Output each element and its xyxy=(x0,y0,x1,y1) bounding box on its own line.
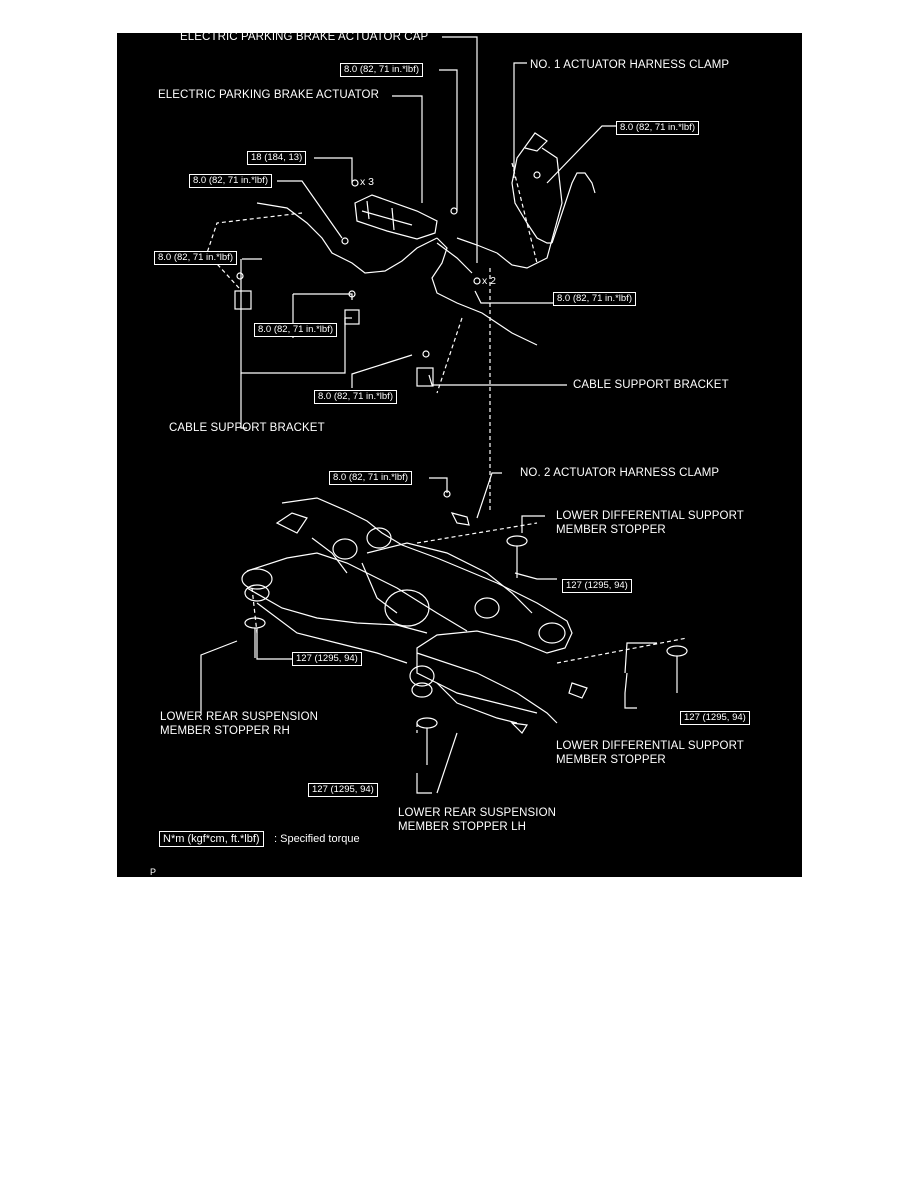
stopper-lh-label-line1: LOWER REAR SUSPENSION xyxy=(398,807,557,819)
diff-stopper-lower-label-line1: LOWER DIFFERENTIAL SUPPORT xyxy=(556,740,744,752)
legend-unit-box: N*m (kgf*cm, ft.*lbf) xyxy=(159,831,264,847)
torque-cap: 8.0 (82, 71 in.*lbf) xyxy=(340,63,423,77)
harness-clamp-2-label: NO. 2 ACTUATOR HARNESS CLAMP xyxy=(520,467,720,479)
exploded-parts-diagram: ELECTRIC PARKING BRAKE ACTUATOR CAP ELEC… xyxy=(117,31,802,877)
cable-support-bracket-right-label: CABLE SUPPORT BRACKET xyxy=(573,379,729,391)
torque-left-bracket: 8.0 (82, 71 in.*lbf) xyxy=(154,251,237,265)
diff-stopper-lower-label-line2: MEMBER STOPPER xyxy=(556,754,666,766)
torque-right-bracket: 8.0 (82, 71 in.*lbf) xyxy=(314,390,397,404)
differential-mount xyxy=(384,589,430,627)
footer-code: P xyxy=(150,867,157,877)
actuator-label: ELECTRIC PARKING BRAKE ACTUATOR xyxy=(158,89,380,101)
left-bracket-leader xyxy=(240,259,346,374)
left-cable-bracket xyxy=(234,290,252,310)
torque-center-bracket: 8.0 (82, 71 in.*lbf) xyxy=(254,323,337,337)
stopper-lh-label-line2: MEMBER STOPPER LH xyxy=(398,821,527,833)
legend-text: : Specified torque xyxy=(274,833,360,845)
diff-stopper-upper-label-line1: LOWER DIFFERENTIAL SUPPORT xyxy=(556,510,744,522)
suspension-member-upper xyxy=(281,497,573,714)
lateral-arm xyxy=(436,682,518,724)
cable-support-bracket-left-label: CABLE SUPPORT BRACKET xyxy=(169,422,325,434)
quantity-x3: x 3 xyxy=(360,176,375,188)
cap-leader-line xyxy=(442,36,478,263)
rh-front-bushing xyxy=(241,568,273,590)
harness-clamp-2 xyxy=(450,512,470,526)
torque-clamp1: 8.0 (82, 71 in.*lbf) xyxy=(616,121,699,135)
harness-clamp-1-label: NO. 1 ACTUATOR HARNESS CLAMP xyxy=(530,59,730,71)
torque-right-cable: 8.0 (82, 71 in.*lbf) xyxy=(553,292,636,306)
torque-diff-lower: 127 (1295, 94) xyxy=(680,711,750,725)
stopper-rh-label-line2: MEMBER STOPPER RH xyxy=(160,725,290,737)
lh-stopper xyxy=(416,717,438,729)
torque-rh-stopper: 127 (1295, 94) xyxy=(292,652,362,666)
torque-left-cable: 8.0 (82, 71 in.*lbf) xyxy=(189,174,272,188)
diff-stopper-upper-label-line2: MEMBER STOPPER xyxy=(556,524,666,536)
quantity-x2: x 2 xyxy=(482,275,497,287)
lh-rear-bushing xyxy=(409,665,435,687)
left-cable xyxy=(256,202,438,274)
right-cable xyxy=(431,237,538,346)
actuator-leader-line xyxy=(392,95,423,203)
actuator-cap-label: ELECTRIC PARKING BRAKE ACTUATOR CAP xyxy=(180,31,429,43)
upper-diff-stopper xyxy=(506,535,528,547)
torque-diff-upper: 127 (1295, 94) xyxy=(562,579,632,593)
stopper-rh-label-line1: LOWER REAR SUSPENSION xyxy=(160,711,319,723)
torque-clamp2: 8.0 (82, 71 in.*lbf) xyxy=(329,471,412,485)
center-cable-bracket xyxy=(416,367,434,387)
line-art xyxy=(200,36,688,794)
lh-front-bushing xyxy=(538,622,566,644)
torque-actuator-nuts: 18 (184, 13) xyxy=(247,151,307,165)
harness-wire xyxy=(511,132,552,244)
lower-diff-stopper xyxy=(666,645,688,657)
torque-lh-stopper: 127 (1295, 94) xyxy=(308,783,378,797)
actuator-body xyxy=(354,194,438,240)
